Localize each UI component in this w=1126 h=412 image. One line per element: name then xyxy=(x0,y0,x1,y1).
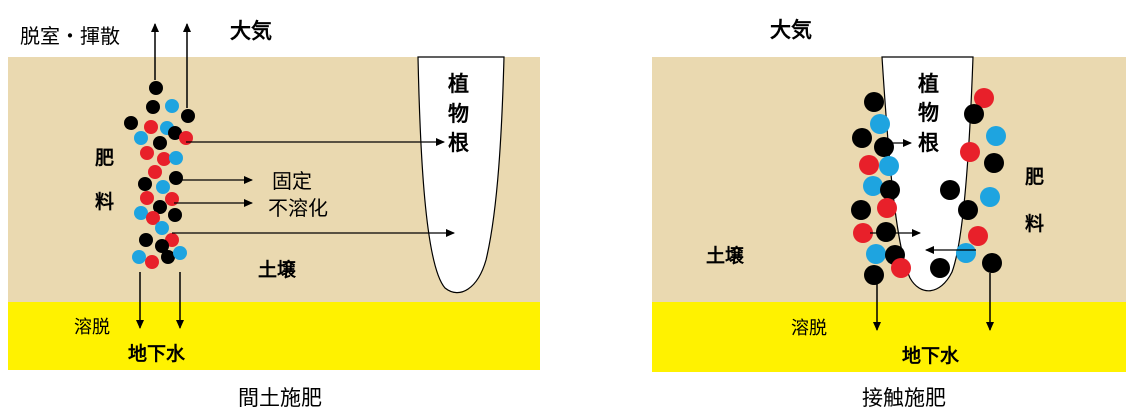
particle xyxy=(157,152,171,166)
particle xyxy=(140,191,154,205)
left-groundwater-layer xyxy=(8,302,540,370)
particle xyxy=(165,99,179,113)
right-soil-label: 土壌 xyxy=(706,244,745,267)
particle xyxy=(155,239,169,253)
right-fertilizer-char-2: 料 xyxy=(1025,212,1044,235)
right-groundwater-label: 地下水 xyxy=(902,344,960,367)
particle xyxy=(864,265,884,285)
particle xyxy=(146,211,160,225)
right-fertilizer-particles-left xyxy=(851,92,911,285)
particle xyxy=(169,171,183,185)
particle xyxy=(146,100,160,114)
left-insolubilization-label: 不溶化 xyxy=(268,196,328,220)
particle xyxy=(124,116,138,130)
left-atmosphere-label: 大気 xyxy=(230,19,272,43)
particle xyxy=(876,222,896,242)
left-groundwater-label: 地下水 xyxy=(128,342,186,365)
left-volatilization-label: 脱室・揮散 xyxy=(20,24,120,48)
particle xyxy=(165,192,179,206)
particle xyxy=(145,255,159,269)
left-fertilizer-char-1: 肥 xyxy=(95,147,114,169)
particle xyxy=(853,223,873,243)
left-panel: 脱室・揮散 大気 植 物 根 肥 料 固定 不溶化 土壌 溶脱 地下水 間土施肥 xyxy=(8,19,540,410)
particle xyxy=(149,81,163,95)
particle xyxy=(956,243,976,263)
left-fixation-label: 固定 xyxy=(272,169,312,193)
particle xyxy=(153,136,167,150)
particle xyxy=(169,151,183,165)
particle xyxy=(852,128,872,148)
particle xyxy=(863,176,883,196)
particle xyxy=(968,226,988,246)
left-root-char-2: 物 xyxy=(448,102,469,126)
particle xyxy=(168,126,182,140)
particle xyxy=(982,253,1002,273)
particle xyxy=(866,244,886,264)
particle xyxy=(132,250,146,264)
particle xyxy=(181,109,195,123)
right-root-char-2: 物 xyxy=(918,101,939,125)
particle xyxy=(984,153,1004,173)
particle xyxy=(148,165,162,179)
right-panel: 大気 植 物 根 肥 料 土壌 溶脱 地下水 接触施肥 xyxy=(652,18,1126,410)
left-plant-root xyxy=(417,56,505,294)
particle xyxy=(859,155,879,175)
left-leaching-label: 溶脱 xyxy=(74,317,110,338)
right-leaching-label: 溶脱 xyxy=(791,318,827,339)
particle xyxy=(891,258,911,278)
particle xyxy=(964,104,984,124)
particle xyxy=(880,180,900,200)
right-groundwater-layer xyxy=(652,302,1126,372)
particle xyxy=(879,156,899,176)
left-root-char-1: 植 xyxy=(448,72,469,96)
left-fertilizer-particles xyxy=(124,81,195,269)
particle xyxy=(930,258,950,278)
particle xyxy=(134,131,148,145)
particle xyxy=(986,126,1006,146)
particle xyxy=(173,246,187,260)
right-fertilizer-particles-right xyxy=(930,88,1006,278)
particle xyxy=(155,221,169,235)
left-fertilizer-char-2: 料 xyxy=(95,190,114,213)
particle xyxy=(877,198,897,218)
left-soil-label: 土壌 xyxy=(258,258,297,281)
particle xyxy=(139,233,153,247)
particle xyxy=(960,142,980,162)
left-caption: 間土施肥 xyxy=(238,386,322,410)
particle xyxy=(161,250,175,264)
particle xyxy=(864,92,884,112)
particle xyxy=(870,114,890,134)
particle xyxy=(974,88,994,108)
particle xyxy=(980,187,1000,207)
right-root-char-1: 植 xyxy=(918,72,939,96)
particle xyxy=(144,120,158,134)
particle xyxy=(156,180,170,194)
particle xyxy=(168,208,182,222)
particle xyxy=(140,146,154,160)
right-atmosphere-label: 大気 xyxy=(770,18,812,42)
particle xyxy=(138,177,152,191)
right-fertilizer-char-1: 肥 xyxy=(1025,166,1044,188)
particle xyxy=(134,206,148,220)
particle xyxy=(153,200,167,214)
particle xyxy=(958,200,978,220)
particle xyxy=(940,180,960,200)
particle xyxy=(179,131,193,145)
particle xyxy=(851,200,871,220)
right-root-char-3: 根 xyxy=(918,131,939,155)
left-root-char-3: 根 xyxy=(448,131,469,155)
right-caption: 接触施肥 xyxy=(862,386,946,410)
particle xyxy=(874,137,894,157)
